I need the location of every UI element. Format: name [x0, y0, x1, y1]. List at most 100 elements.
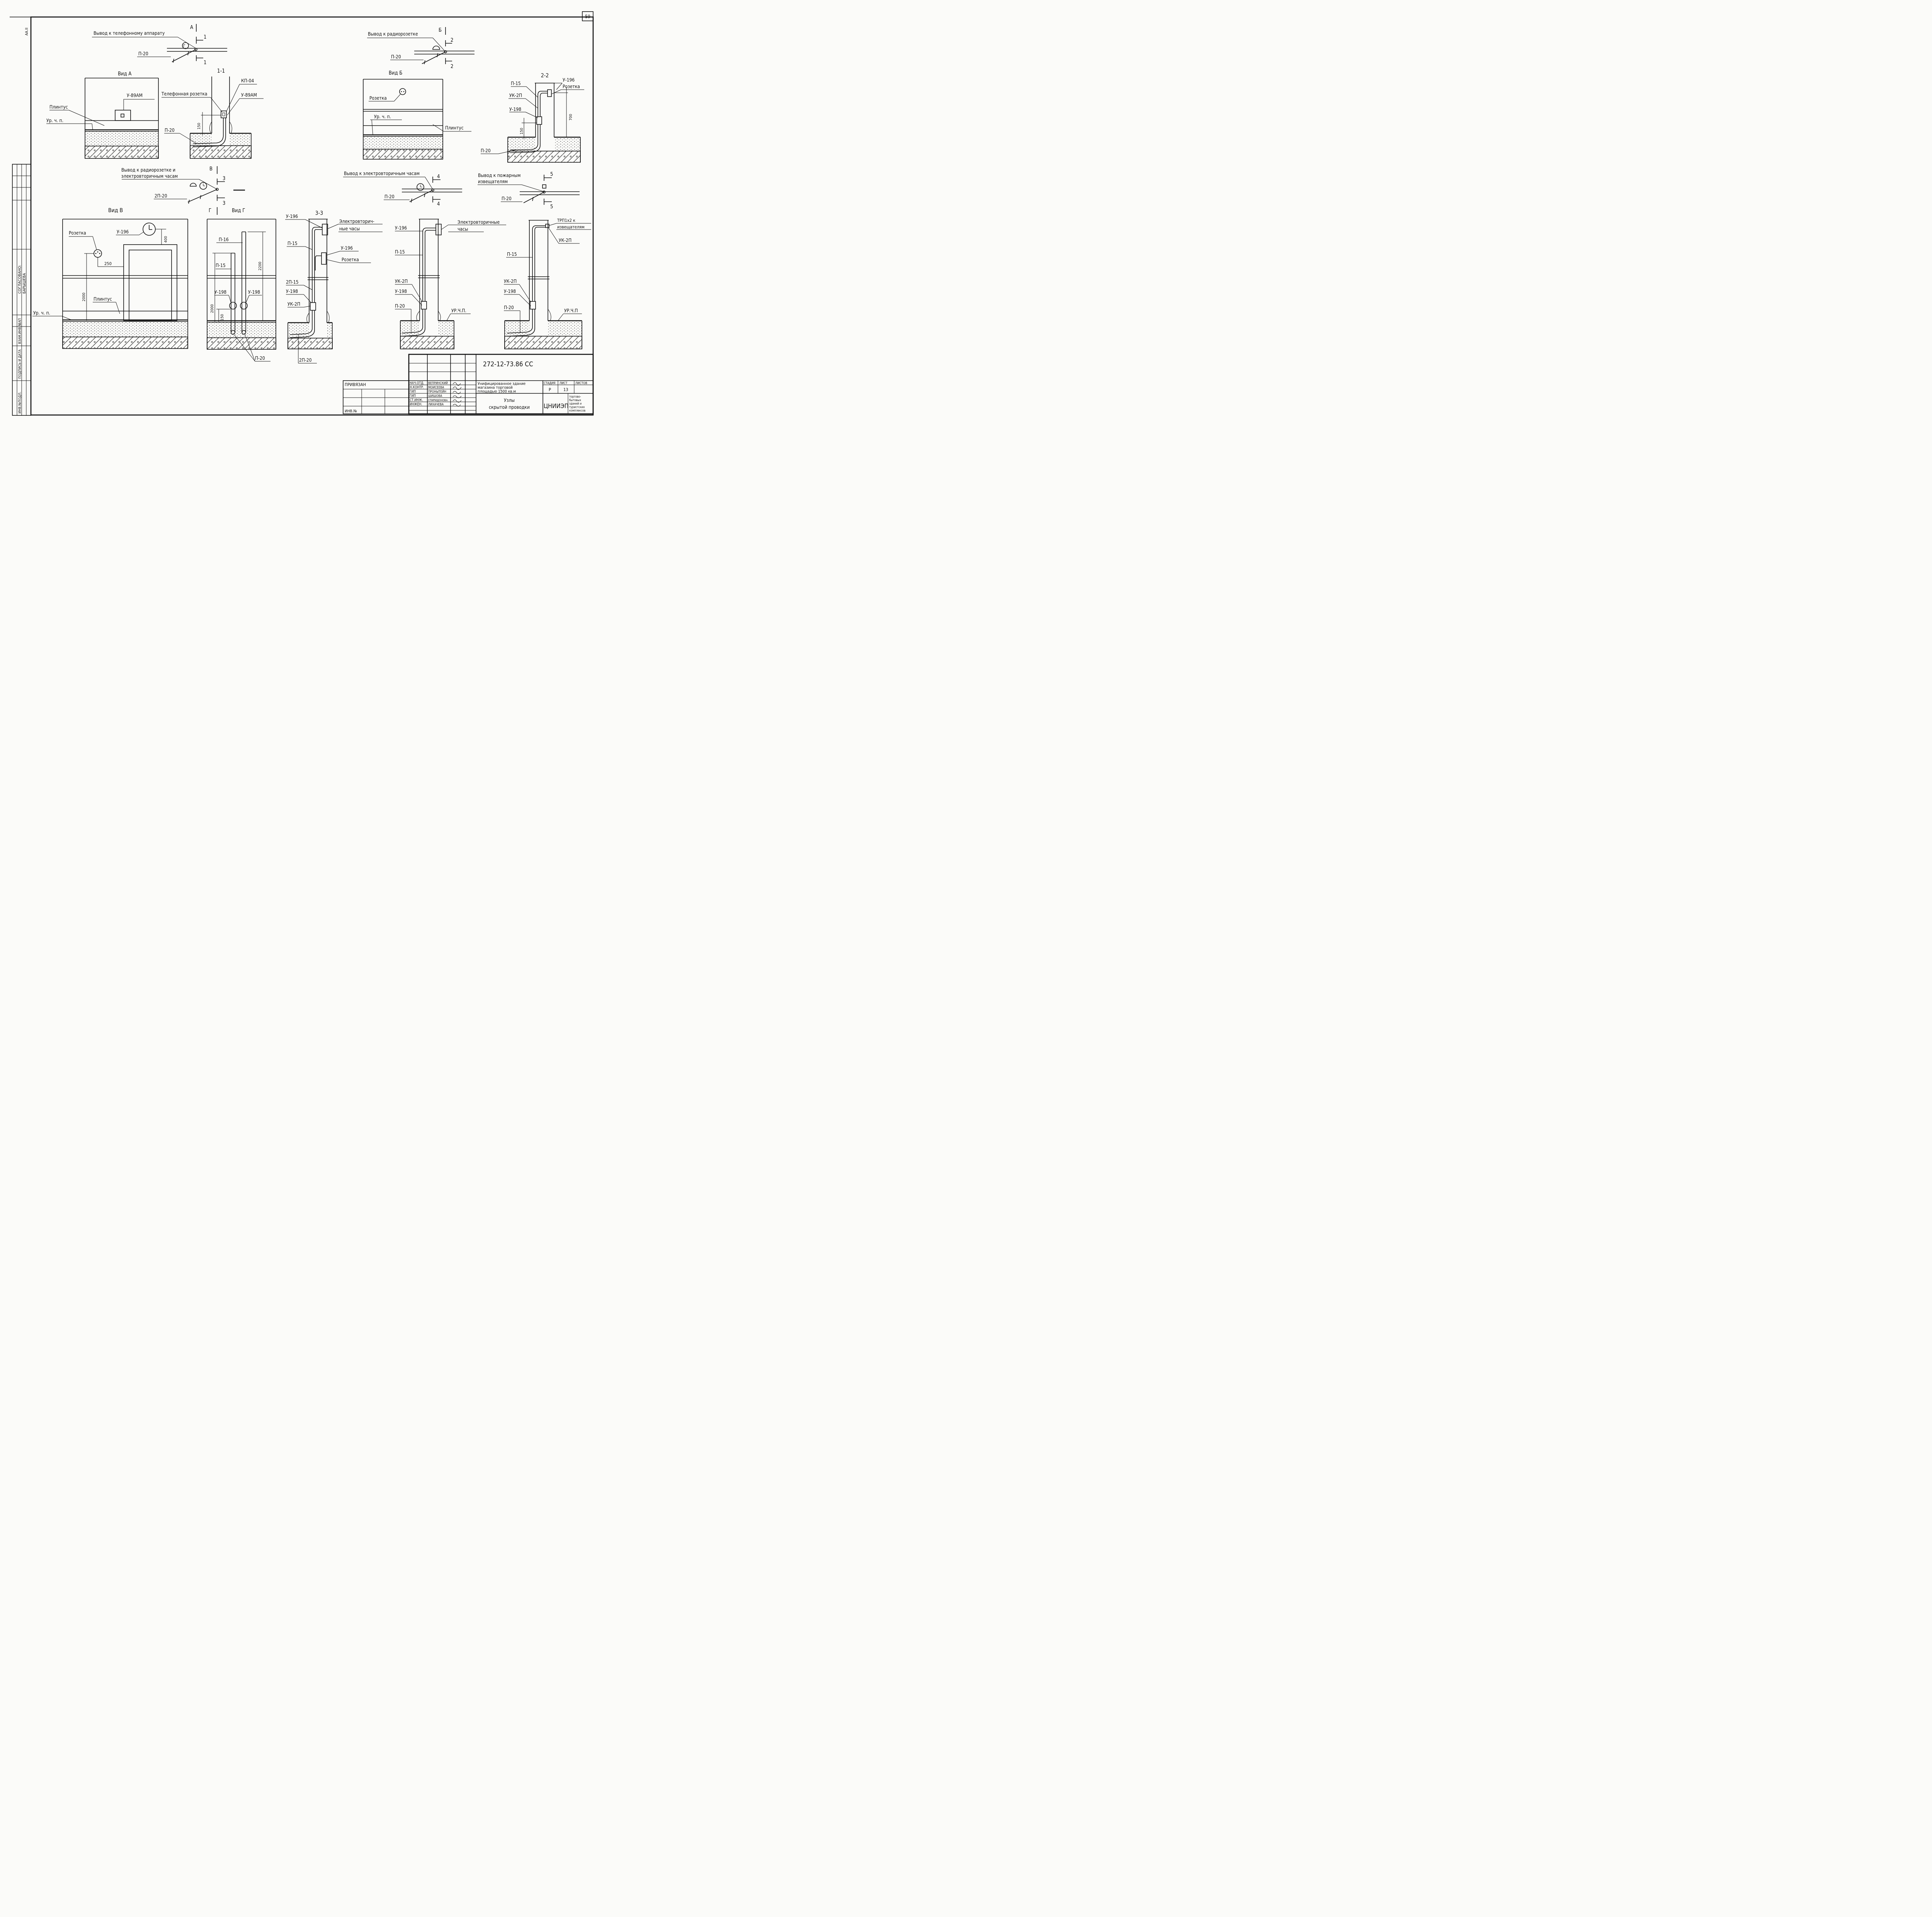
section-1-dim: 150 — [197, 123, 201, 129]
section-1-title: 1-1 — [217, 68, 225, 74]
name-5: СПИРИДОНОВА — [428, 399, 448, 402]
role-5: СТ.ИНЖ. — [410, 398, 423, 402]
section-1 — [162, 77, 264, 159]
section-5-uk-top: УК-2П — [559, 238, 571, 243]
plan-e — [343, 177, 462, 203]
view-a — [46, 78, 159, 159]
section-5-cable-1: ТРП1х2 к — [557, 218, 575, 223]
section-3-u198: У-198 — [286, 289, 298, 294]
side-strip — [12, 164, 31, 416]
view-v-dim2000: 2000 — [82, 293, 86, 301]
view-v-socket: Розетка — [69, 230, 86, 236]
section-2-dim150: 150 — [520, 128, 524, 134]
plan-e-sec-bottom: 4 — [437, 201, 440, 207]
section-4-level: УР.Ч.П. — [451, 308, 466, 313]
approved-name: БАРЫШЕВА — [22, 273, 27, 294]
view-v-u196: У-196 — [117, 229, 129, 235]
view-a-plinth: Плинтус — [49, 104, 68, 110]
section-2-title: 2-2 — [541, 73, 549, 79]
plan-v-title-1: Вывод к радиорозетке и — [121, 167, 175, 173]
section-1-kp: КП-04 — [241, 78, 254, 83]
view-v — [32, 219, 188, 349]
sheet-title-2: скрытой проводки — [489, 405, 530, 410]
title-code: 272-12-73.86 СС — [483, 361, 533, 368]
section-3-uk: УК-2П — [287, 301, 300, 307]
stage-label: СТАДИЯ — [544, 381, 555, 385]
org-sub-5: комплексов — [569, 409, 585, 412]
view-b — [363, 79, 471, 160]
name-2: МОИСЕЕВА — [428, 386, 444, 389]
plan-b-letter: Б — [439, 27, 442, 33]
sheet-value: 13 — [563, 387, 568, 392]
plan-e-title: Вывод к электровторичным часам — [344, 171, 420, 176]
plan-a-letter: А — [190, 25, 193, 31]
view-a-level: Ур. ч. п. — [46, 118, 63, 123]
approved-label: СОГЛАСОВАНО: — [18, 265, 22, 294]
section-3-u196a: У-196 — [286, 214, 298, 219]
plan-v-title-2: электровторичным часам — [121, 173, 178, 179]
section-5-p15: П-15 — [507, 252, 517, 257]
section-2 — [481, 83, 584, 163]
view-g-dim2000: 2000 — [210, 304, 214, 313]
role-4: ГИП — [410, 394, 416, 398]
section-1-box: У-89АМ — [241, 92, 257, 98]
plan-f — [478, 175, 580, 205]
plan-v-sec-top: 3 — [223, 176, 225, 182]
org-sub-4: туристских — [569, 405, 585, 409]
plan-a — [92, 24, 227, 63]
role-6: ИНЖЕН. — [410, 403, 422, 407]
view-g-letter: Г — [209, 208, 211, 214]
plan-f-sec-top: 5 — [550, 172, 553, 177]
section-5-level: УР.Ч.П — [564, 308, 578, 313]
view-g — [207, 207, 276, 362]
org-sub-1: торгово- — [569, 395, 581, 398]
name-4: ШИШОВА — [428, 394, 442, 398]
org-name: ЦНИИЭП — [544, 402, 568, 410]
sheet-title-1: Узлы — [504, 398, 515, 403]
section-5-uk: УК-2П — [504, 279, 517, 284]
plan-b-title: Вывод к радиорозетке — [368, 31, 418, 37]
view-b-socket: Розетка — [369, 95, 387, 101]
view-b-title: Вид Б — [389, 70, 402, 76]
view-v-dim250: 250 — [104, 261, 112, 266]
section-4-clock-2: часы — [457, 226, 468, 232]
drawing-sheet: 59 АА.II СОГЛАСОВАНО: БАРЫШЕВА ИНВ.№ПОДЛ… — [10, 11, 594, 416]
plan-f-pipe: П-20 — [502, 196, 512, 201]
view-g-p15: П-15 — [216, 263, 226, 268]
plan-b — [367, 27, 474, 65]
org-sub-2: бытовых — [569, 398, 581, 402]
section-3-clock-1: Электровторич- — [339, 219, 374, 224]
section-2-uk: УК-2П — [509, 93, 522, 98]
plan-b-pipe: П-20 — [391, 54, 401, 60]
section-5-p20: П-20 — [504, 305, 514, 310]
section-4-p20: П-20 — [395, 303, 405, 309]
section-2-u198: У-198 — [509, 107, 521, 112]
project-line-2: магазина торговой — [478, 386, 513, 390]
side-inv-label: ИНВ.№ПОДЛ. — [18, 392, 22, 413]
section-3-clock-2: ные часы — [339, 226, 360, 231]
view-g-pipe: П-20 — [255, 356, 265, 361]
project-line-3: площадью 1500 кв.м — [478, 390, 516, 394]
section-4-u196: У-196 — [395, 225, 407, 231]
side-gap-label: ГАП — [18, 318, 22, 325]
signatures — [452, 382, 462, 407]
sheet-label: ЛИСТ — [560, 381, 568, 385]
section-2-pipe: П-20 — [481, 148, 491, 153]
section-3-p15: П-15 — [287, 241, 298, 246]
plan-f-title-2: извещателям — [478, 179, 508, 184]
plan-a-symbol: Г — [183, 44, 185, 48]
view-g-u198a: У-198 — [214, 289, 226, 295]
plan-v-letter: В — [209, 166, 213, 172]
section-4-u198: У-198 — [395, 289, 407, 294]
plan-a-pipe: П-20 — [138, 51, 148, 56]
title-block — [343, 354, 594, 415]
title-inv: ИНВ.№ — [345, 409, 357, 413]
view-v-dim400: 400 — [164, 236, 168, 243]
section-3-socket: Розетка — [342, 257, 359, 262]
org-sub-3: зданий и — [569, 402, 582, 405]
plan-f-title-1: Вывод к пожарным — [478, 173, 520, 178]
section-2-dim700: 700 — [569, 114, 573, 121]
sheets-label: ЛИСТОВ — [575, 381, 587, 385]
section-4-uk: УК-2П — [395, 279, 408, 284]
section-3-u196b: У-196 — [341, 245, 353, 251]
